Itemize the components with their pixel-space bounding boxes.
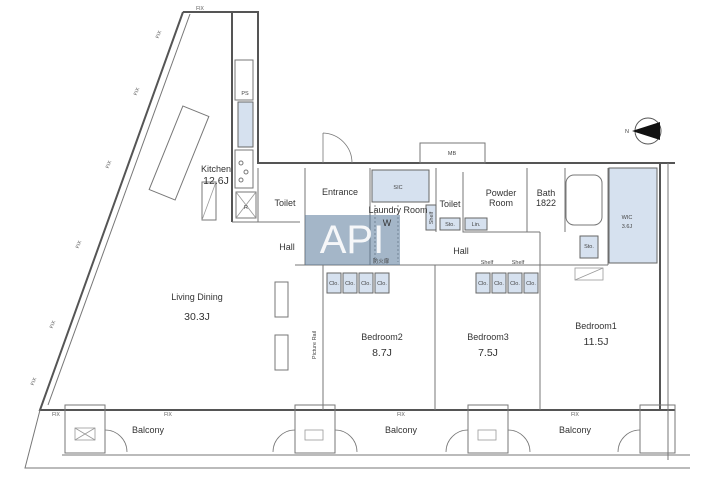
toilet2-label: Toilet	[439, 199, 461, 209]
fix-label: FIX	[133, 86, 142, 96]
shelf-label: Shelf	[512, 260, 525, 266]
fire-door-label: 防火扉	[373, 257, 390, 265]
bath-label: Bath	[537, 188, 556, 198]
closet-label: Clo.	[478, 281, 488, 287]
fix-label: FIX	[571, 412, 579, 418]
closet-label: Clo.	[329, 281, 339, 287]
fix-label: FIX	[49, 319, 58, 329]
storage-box	[439, 217, 461, 231]
fix-label: FIX	[105, 159, 114, 169]
fix-label: FIX	[52, 412, 60, 418]
balcony-label: Balcony	[559, 425, 592, 435]
toilet-label: Toilet	[274, 198, 296, 208]
bedroom3-label: Bedroom3	[467, 332, 509, 342]
bedroom2-label: Bedroom2	[361, 332, 403, 342]
bedroom1-label: Bedroom1	[575, 321, 617, 331]
bedroom3-size: 7.5J	[478, 347, 498, 359]
sto-label: Sto.	[445, 222, 455, 228]
closet-label: Clo.	[345, 281, 355, 287]
closet-label: Clo.	[361, 281, 371, 287]
living-dining-label: Living Dining	[171, 292, 223, 302]
closet-label: Clo.	[494, 281, 504, 287]
sto2-label: Sto.	[584, 244, 594, 250]
laundry-label: Laundry Room	[368, 205, 427, 215]
r-label: R	[244, 205, 248, 211]
powder-room-label-2: Room	[489, 198, 513, 208]
kitchen-fixtures	[148, 59, 289, 371]
bedroom1-size: 11.5J	[584, 336, 609, 348]
wic-size: 3.6J	[622, 224, 633, 230]
north-label: N	[625, 129, 629, 135]
closet-label: Clo.	[377, 281, 387, 287]
desk	[574, 267, 604, 281]
kitchen-size: 12.6J	[203, 175, 229, 187]
living-dining-size: 30.3J	[184, 311, 210, 323]
closet-label: Clo.	[510, 281, 520, 287]
north-compass: N	[625, 117, 662, 145]
entrance-label: Entrance	[322, 187, 358, 197]
walls	[24, 11, 690, 469]
mb-label: MB	[448, 151, 457, 157]
shelf-label: Shelf	[481, 260, 494, 266]
picture-rail-label: Picture Rail	[312, 331, 318, 359]
closet-label: Clo.	[526, 281, 536, 287]
closets	[326, 272, 539, 294]
fix-label: FIX	[397, 412, 405, 418]
linen-box	[464, 217, 488, 231]
fix-label: FIX	[196, 6, 204, 12]
bath-size: 1822	[536, 198, 556, 208]
laundry-shelf	[425, 204, 437, 231]
storage-box-2	[579, 235, 599, 259]
sic-label: SIC	[393, 185, 402, 191]
balcony-structures	[64, 404, 676, 454]
lin-label: Lin.	[472, 222, 481, 228]
bathtub	[565, 174, 603, 226]
sic-area	[371, 169, 430, 203]
washer-label: W	[383, 218, 392, 228]
balcony-label: Balcony	[132, 425, 165, 435]
ps-label: PS	[241, 91, 249, 97]
kitchen-label: Kitchen	[201, 164, 231, 174]
fix-label: FIX	[164, 412, 172, 418]
fix-label: FIX	[30, 376, 39, 386]
wic-label: WIC	[622, 215, 633, 221]
powder-room-label-1: Powder	[486, 188, 517, 198]
hall2-label: Hall	[453, 246, 469, 256]
balcony-label: Balcony	[385, 425, 418, 435]
fix-label: FIX	[155, 29, 164, 39]
hall-label: Hall	[279, 242, 295, 252]
bedroom2-size: 8.7J	[372, 347, 392, 359]
wic-area	[608, 167, 658, 264]
laundry-shelf-label: Shelf	[429, 211, 435, 224]
watermark: API	[320, 218, 384, 262]
watermark-box	[305, 215, 400, 265]
fix-label: FIX	[75, 239, 84, 249]
